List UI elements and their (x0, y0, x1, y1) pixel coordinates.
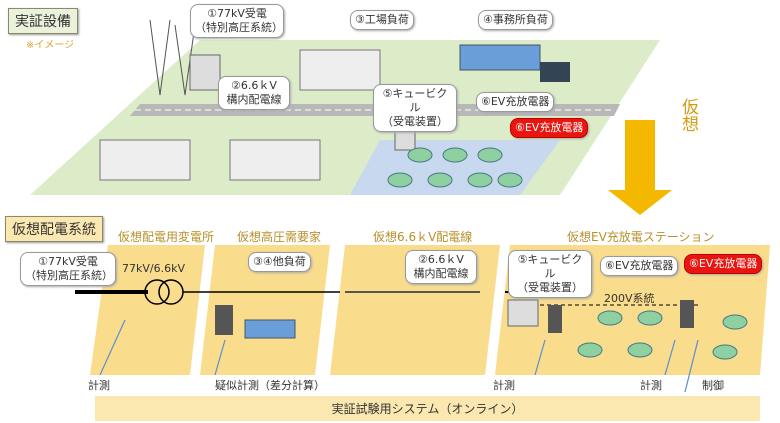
factory-buildings (99, 49, 381, 181)
transformer-icon (144, 279, 170, 305)
cubicle-icon (507, 299, 539, 327)
measure-label: 計測 (88, 379, 110, 392)
down-arrow (608, 120, 672, 215)
ev-cars-bottom (577, 310, 748, 360)
callout-ev-charger-bottom: ⑥EV充放電器 (600, 256, 679, 276)
measure-arrows (99, 319, 699, 393)
callout-ev-charger: ⑥EV充放電器 (476, 92, 555, 112)
section-bands (90, 245, 770, 375)
system-bar: 実証試験用システム（オンライン） (331, 402, 524, 416)
system-bar-bg (95, 396, 760, 421)
ev-cars (387, 147, 523, 188)
callout-office-load: ④事務所負荷 (478, 10, 553, 30)
office-building (459, 44, 541, 71)
control-label: 制御 (702, 379, 724, 392)
callout-cubicle-bottom: ⑤キュービクル（受電装置） (508, 250, 592, 298)
measure-label: 計測 (640, 379, 662, 392)
callout-77kv: ①77kV受電（特別高圧系統） (190, 4, 284, 38)
section-substation: 仮想配電用変電所 (118, 230, 215, 244)
200v-label: 200V系統 (604, 292, 655, 305)
section-66kv-line: 仮想6.6ｋV配電線 (373, 230, 473, 244)
top-title: 実証設備 (8, 8, 78, 34)
pylon (149, 19, 196, 96)
pseudo-measure-label: 疑似計測（差分計算） (215, 379, 325, 392)
callout-ev-charger-red-bottom: ⑥EV充放電器 (684, 254, 763, 274)
callout-factory-load: ③工場負荷 (350, 10, 414, 30)
substation (189, 54, 221, 91)
image-note: ※イメージ (26, 40, 75, 51)
section-ev-station: 仮想EV充放電ステーション (567, 230, 715, 244)
callout-77kv-bottom: ①77kV受電（特別高圧系統） (20, 252, 116, 286)
office-icon (244, 319, 296, 339)
measure-label: 計測 (493, 379, 515, 392)
callout-other-load: ③④他負荷 (248, 252, 311, 272)
solar-panel (540, 62, 570, 82)
transformer-label: 77kV/6.6kV (122, 262, 185, 275)
charger (215, 305, 233, 335)
callout-ev-charger-red: ⑥EV充放電器 (510, 118, 589, 138)
bottom-title: 仮想配電系統 (5, 216, 103, 242)
callout-cubicle: ⑤キュービクル（受電装置） (373, 84, 457, 132)
section-hv-customer: 仮想高圧需要家 (237, 230, 322, 244)
virtual-label: 仮想 (678, 98, 698, 132)
